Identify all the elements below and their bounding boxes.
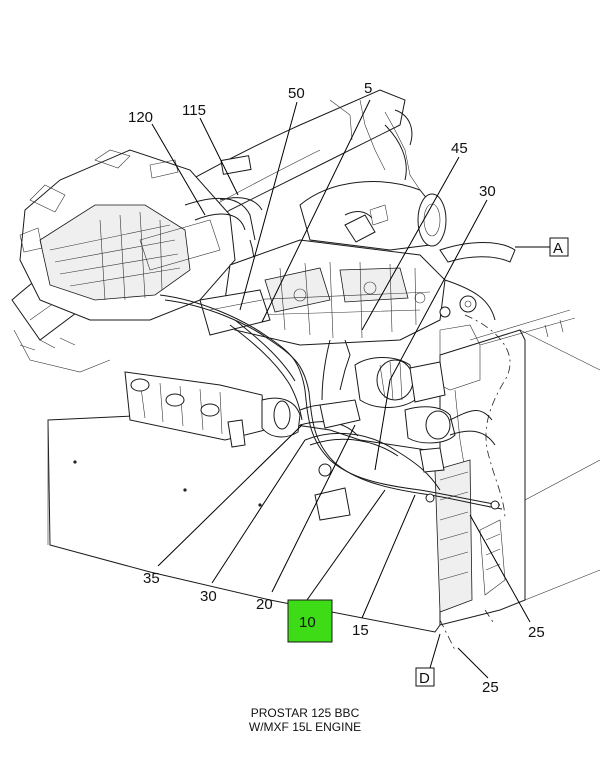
leader-20 xyxy=(271,424,356,593)
coolant-pipe xyxy=(261,397,361,438)
highlight-box-10 xyxy=(287,599,333,643)
intake-pipe xyxy=(184,155,263,321)
leader-30-top xyxy=(374,199,488,471)
leader-115 xyxy=(199,117,239,196)
caption-line-1: PROSTAR 125 BBC xyxy=(250,706,360,720)
reference-box-a xyxy=(549,237,569,257)
radiator-frame xyxy=(434,309,601,626)
callout-A: A xyxy=(553,240,563,257)
leader-120 xyxy=(151,123,206,216)
leader-25-bottom xyxy=(457,647,489,679)
leader-45 xyxy=(361,156,460,331)
callout-D: D xyxy=(419,670,430,687)
callout-20: 20 xyxy=(256,596,273,613)
callout-45: 45 xyxy=(451,140,468,157)
oil-cooler xyxy=(124,371,266,448)
callout-30-top: 30 xyxy=(479,183,496,200)
leader-15 xyxy=(361,494,416,619)
leader-10 xyxy=(306,489,386,601)
air-filter-housing xyxy=(19,149,236,321)
leader-5 xyxy=(261,99,371,323)
reference-box-d xyxy=(415,667,435,687)
callout-115: 115 xyxy=(182,102,206,119)
leader-D xyxy=(429,633,441,669)
callout-35: 35 xyxy=(143,570,160,587)
thermostat-housing xyxy=(404,406,496,446)
charge-air-duct xyxy=(299,181,447,251)
callout-15: 15 xyxy=(352,622,369,639)
callout-5: 5 xyxy=(364,80,372,97)
callout-10: 10 xyxy=(299,614,316,631)
callout-25-mid: 25 xyxy=(528,624,545,641)
leader-35 xyxy=(157,424,303,567)
fan-clutch xyxy=(354,357,446,408)
centerline-d2 xyxy=(484,609,496,626)
centerline xyxy=(464,314,511,521)
callout-120: 120 xyxy=(128,109,153,126)
callout-50: 50 xyxy=(288,85,305,102)
leader-50 xyxy=(239,101,298,311)
leader-25-mid xyxy=(469,514,531,623)
hose-upper xyxy=(439,242,516,321)
leader-30-bottom xyxy=(211,439,306,584)
callout-30-bottom: 30 xyxy=(200,588,217,605)
engine-block xyxy=(199,239,446,346)
leader-lines xyxy=(151,99,550,679)
callout-25-bottom: 25 xyxy=(482,679,499,696)
wiring-harness xyxy=(159,294,503,521)
caption-line-2: W/MXF 15L ENGINE xyxy=(248,720,362,734)
centerline-d xyxy=(439,619,456,651)
